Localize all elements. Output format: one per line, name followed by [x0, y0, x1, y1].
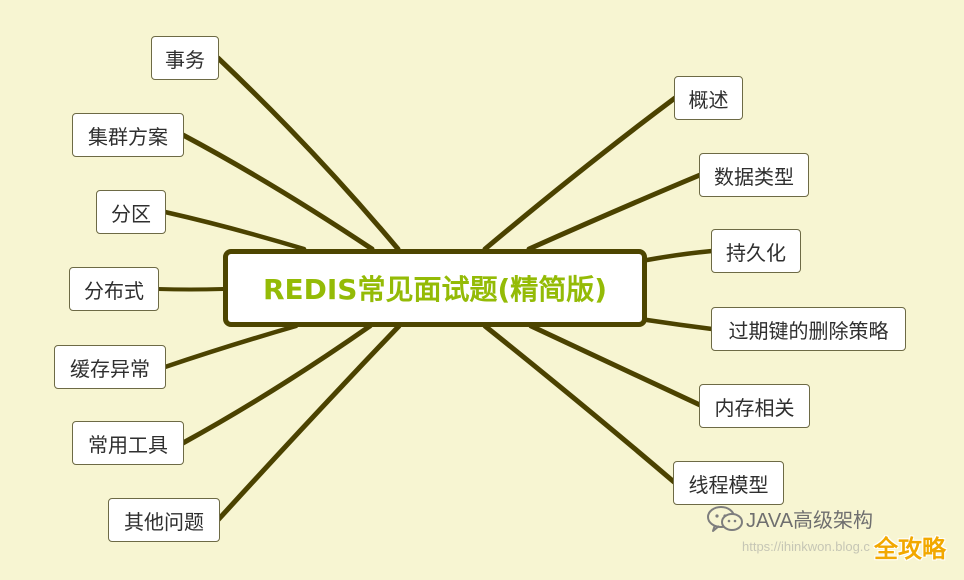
branch-line-expire — [644, 317, 715, 332]
branch-line-other — [215, 323, 402, 523]
branch-line-distributed — [156, 287, 225, 292]
topic-node-partition: 分区 — [96, 190, 166, 234]
branch-line-tools — [180, 323, 373, 446]
branch-line-partition — [162, 209, 307, 252]
branch-line-data-types — [526, 172, 703, 252]
watermark-badge: 全攻略 — [874, 535, 946, 563]
topic-node-thread: 线程模型 — [673, 461, 784, 505]
branch-line-transaction — [215, 55, 401, 252]
topic-node-memory: 内存相关 — [699, 384, 810, 428]
topic-node-persistence: 持久化 — [711, 229, 801, 273]
branch-line-cache — [162, 323, 299, 370]
watermark-site: https://ihinkwon.blog.c — [742, 539, 870, 554]
topic-node-tools: 常用工具 — [72, 421, 184, 465]
topic-node-cache: 缓存异常 — [54, 345, 166, 389]
wechat-icon — [707, 506, 743, 532]
branch-lines — [156, 55, 715, 523]
center-node: REDIS常见面试题(精简版) — [223, 249, 647, 327]
topic-node-other: 其他问题 — [108, 498, 220, 542]
watermark-title: JAVA高级架构 — [746, 510, 874, 532]
topic-node-expire: 过期键的删除策略 — [711, 307, 906, 351]
branch-line-cluster — [180, 132, 375, 252]
topic-node-distributed: 分布式 — [69, 267, 159, 311]
branch-line-overview — [482, 95, 678, 252]
topic-node-overview: 概述 — [674, 76, 743, 120]
topic-node-cluster: 集群方案 — [72, 113, 184, 157]
branch-line-thread — [482, 323, 677, 485]
branch-line-persistence — [644, 248, 715, 263]
branch-line-memory — [528, 323, 703, 408]
topic-node-transaction: 事务 — [151, 36, 219, 80]
topic-node-data-types: 数据类型 — [699, 153, 809, 197]
watermark: JAVA高级架构 https://ihinkwon.blog.c 全攻略 — [696, 496, 946, 568]
